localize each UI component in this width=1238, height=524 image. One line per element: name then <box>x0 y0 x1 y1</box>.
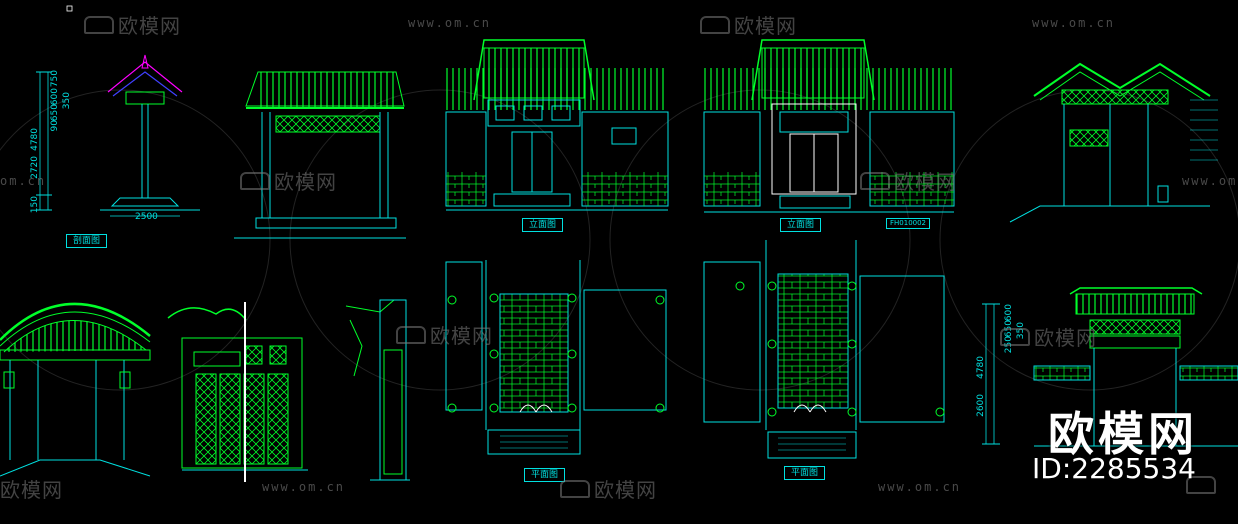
plan-drawing-9 <box>445 260 667 455</box>
door-detail-7 <box>167 302 308 482</box>
sofa-icon <box>700 16 730 34</box>
front-elevation-4 <box>703 39 955 213</box>
side-section-5 <box>1009 62 1218 223</box>
watermark-logo: 欧模网 <box>0 478 63 502</box>
section-drawing-1 <box>36 54 200 217</box>
sofa-icon <box>84 16 114 34</box>
dim-right-stack-0: 600 <box>1004 304 1014 322</box>
front-elevation-3 <box>445 39 669 211</box>
watermark-logo: 欧模网 <box>396 320 493 349</box>
dim-left-base: 150 <box>30 196 40 214</box>
dim-left-width: 2500 <box>135 212 158 222</box>
sofa-icon <box>1000 328 1030 346</box>
gate-elevation-11 <box>982 287 1238 447</box>
watermark-logo: 欧模网 <box>860 166 957 195</box>
dim-left-stack-1: 600 <box>50 88 60 106</box>
dim-left-350: 350 <box>62 92 72 110</box>
brand-watermark: 欧模网 <box>1048 407 1198 461</box>
gate-elevation-2 <box>234 71 406 239</box>
dim-left-stack-3: 90 <box>50 120 60 132</box>
side-detail-8 <box>345 299 410 481</box>
dim-left-stack-2: 650 <box>50 104 60 122</box>
section-label: 剖面图 <box>66 234 108 248</box>
corner-marker <box>66 5 73 12</box>
dim-left-height: 4780 <box>30 128 40 151</box>
watermark-logo <box>1186 474 1220 498</box>
sofa-icon <box>1186 476 1216 494</box>
sofa-icon <box>860 172 890 190</box>
elevation-label-1: 立面图 <box>522 218 564 232</box>
sofa-icon <box>396 326 426 344</box>
dim-right-height: 4780 <box>976 356 986 379</box>
drawing-tag: FH010002 <box>886 218 931 229</box>
sofa-icon <box>240 172 270 190</box>
watermark-logo: 欧模网 <box>700 10 797 39</box>
watermark-url: www.om.cn <box>408 16 492 30</box>
watermark-logo: 欧模网 <box>240 166 337 195</box>
plan-label-2: 平面图 <box>784 466 826 480</box>
sofa-icon <box>560 480 590 498</box>
watermark-url-short: om.cn <box>0 174 47 188</box>
id-watermark: ID:2285534 <box>1032 452 1196 485</box>
dim-right-mid: 2600 <box>976 394 986 417</box>
dim-left-stack-0: 750 <box>50 70 60 88</box>
plan-drawing-10 <box>703 240 945 459</box>
arched-gate-6 <box>0 302 151 477</box>
elevation-label-2: 立面图 <box>780 218 822 232</box>
watermark-logo: 欧模网 <box>1000 322 1097 351</box>
watermark-url: www.om.cn <box>1182 174 1238 188</box>
plan-label-1: 平面图 <box>524 468 566 482</box>
watermark-logo: 欧模网 <box>84 10 181 39</box>
watermark-url: www.om.cn <box>262 480 346 494</box>
watermark-url: www.om.cn <box>1032 16 1116 30</box>
watermark-url: www.om.cn <box>878 480 962 494</box>
watermark-logo: 欧模网 <box>560 474 657 503</box>
